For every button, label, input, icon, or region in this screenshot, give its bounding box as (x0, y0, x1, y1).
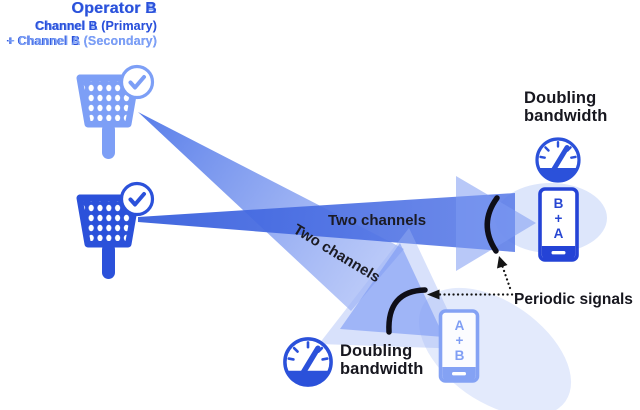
phone-top-screen-text: B + A (540, 196, 577, 241)
operator-b-title: Operator B (71, 0, 157, 17)
beam-b-label: Two channels (328, 212, 427, 229)
operator-a-label-block: Operator A Channel A (Primary) + Channel… (0, 0, 157, 48)
operator-a-primary-channel: Channel A (Primary) (35, 19, 157, 34)
phone-bottom-icon (438, 309, 480, 383)
speedometer-icon-bottom (285, 339, 331, 385)
phone-bottom-line2: + (455, 333, 464, 348)
signal-wavefront-arc-bottom (386, 287, 428, 335)
antenna-a-icon (80, 64, 155, 160)
operator-b-secondary-channel: + Channel A (Secondary) (7, 33, 157, 48)
home-bar (452, 372, 466, 376)
phone-top-line2: + (554, 211, 563, 226)
check-circle-icon (119, 64, 155, 100)
operator-b-label-block: Operator B Channel B (Primary) + Channel… (0, 0, 157, 48)
dotted-arrow-lines (438, 263, 515, 296)
beam-a-arrowhead (340, 243, 444, 337)
check-circle-icon (119, 181, 155, 217)
operator-a-title: Operator A (72, 0, 157, 17)
phone-bottom-line3: B (454, 348, 465, 363)
operator-a-secondary-channel: + Channel B (Secondary) (6, 33, 157, 48)
phone-bottom-screen-text: A + B (441, 318, 478, 363)
signal-beam-b (138, 193, 515, 252)
phone-top-line3: A (553, 226, 564, 241)
phone-top-line1: B (553, 196, 564, 211)
operator-b-primary-channel: Channel B (Primary) (34, 19, 157, 34)
dotted-arrowhead-up (497, 256, 508, 269)
beam-b-arrowhead (456, 176, 536, 271)
antenna-b-icon (80, 181, 155, 280)
doubling-bandwidth-bottom-label: Doubling bandwidth (340, 342, 424, 378)
periodic-signals-label: Periodic signals (514, 291, 633, 308)
speedometer-icon-top (537, 139, 579, 181)
dotted-arrowhead-left (427, 289, 440, 300)
signal-wavefront-arc-top (484, 195, 500, 254)
phone-bottom-line1: A (454, 318, 465, 333)
phone-top-icon (538, 187, 579, 262)
doubling-bandwidth-top-label: Doubling bandwidth (524, 89, 608, 125)
home-bar (551, 251, 566, 255)
